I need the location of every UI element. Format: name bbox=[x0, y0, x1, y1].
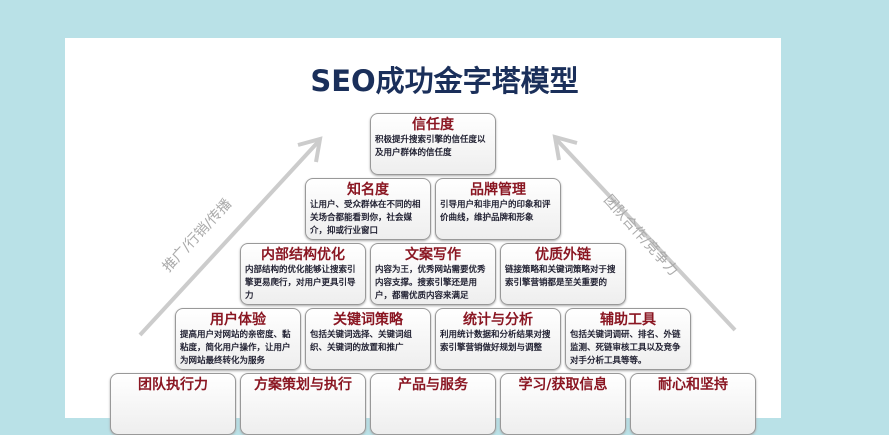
block-description: 链接策略和关键词策略对于搜索引擎营销都是至关重要的 bbox=[505, 265, 616, 288]
pyramid-block: 产品与服务 bbox=[370, 373, 496, 435]
block-title: 学习/获取信息 bbox=[518, 377, 608, 393]
pyramid-block: 用户体验提高用户对网站的亲密度、黏粘度，简化用户操作，让用户为网站最终转化为服务 bbox=[175, 308, 301, 370]
left-arrowhead-icon bbox=[297, 136, 323, 163]
arrows bbox=[138, 134, 737, 337]
block-title: 文案写作 bbox=[405, 247, 461, 263]
pyramid-block: 耐心和坚持 bbox=[630, 373, 756, 435]
pyramid-block: 信任度积极提升搜索引擎的信任度以及用户群体的信任度 bbox=[370, 113, 496, 175]
right-arrowhead-icon bbox=[552, 134, 578, 161]
block-title: 耐心和坚持 bbox=[658, 377, 728, 393]
block-description: 提高用户对网站的亲密度、黏粘度，简化用户操作，让用户为网站最终转化为服务 bbox=[180, 330, 291, 366]
block-title: 优质外链 bbox=[535, 247, 591, 263]
block-title: 知名度 bbox=[347, 182, 389, 198]
block-title: 辅助工具 bbox=[600, 312, 656, 328]
pyramid-block: 知名度让用户、受众群体在不同的相关场合都能看到你，社会媒介，抑或行业窗口 bbox=[305, 178, 431, 240]
block-description: 内部结构的优化能够让搜索引擎更易爬行，对用户更具引导力 bbox=[245, 265, 356, 301]
pyramid-block: 文案写作内容为王，优秀网站需要优秀内容支撑。搜索引擎还是用户，都需优质内容来满足 bbox=[370, 243, 496, 305]
block-title: 内部结构优化 bbox=[261, 247, 345, 263]
pyramid-block: 学习/获取信息 bbox=[500, 373, 626, 435]
pyramid-block: 辅助工具包括关键词调研、排名、外链监测、死链审核工具以及竞争对手分析工具等等。 bbox=[565, 308, 691, 370]
right-arrow-line bbox=[555, 138, 737, 332]
block-title: 产品与服务 bbox=[398, 377, 468, 393]
block-description: 利用统计数据和分析结果对搜索引擎营销做好规划与调整 bbox=[440, 330, 551, 353]
pyramid-block: 方案策划与执行 bbox=[240, 373, 366, 435]
block-description: 积极提升搜索引擎的信任度以及用户群体的信任度 bbox=[375, 135, 486, 158]
pyramid-block: 统计与分析利用统计数据和分析结果对搜索引擎营销做好规划与调整 bbox=[435, 308, 561, 370]
left-arrow-line bbox=[138, 140, 320, 337]
block-title: 统计与分析 bbox=[463, 312, 533, 328]
pyramid-block: 内部结构优化内部结构的优化能够让搜索引擎更易爬行，对用户更具引导力 bbox=[240, 243, 366, 305]
block-description: 包括关键词选择、关键词组织、关键词的放置和推广 bbox=[310, 330, 413, 353]
block-description: 引导用户和非用户的印象和评价曲线，维护品牌和形象 bbox=[440, 200, 551, 223]
block-title: 用户体验 bbox=[210, 312, 266, 328]
block-description: 内容为王，优秀网站需要优秀内容支撑。搜索引擎还是用户，都需优质内容来满足 bbox=[375, 265, 486, 301]
block-title: 关键词策略 bbox=[333, 312, 403, 328]
block-title: 品牌管理 bbox=[470, 182, 526, 198]
block-description: 让用户、受众群体在不同的相关场合都能看到你，社会媒介，抑或行业窗口 bbox=[310, 200, 421, 236]
pyramid-block: 品牌管理引导用户和非用户的印象和评价曲线，维护品牌和形象 bbox=[435, 178, 561, 240]
page-title: SEO成功金字塔模型 bbox=[310, 64, 579, 98]
block-title: 团队执行力 bbox=[138, 377, 208, 393]
block-title: 方案策划与执行 bbox=[254, 377, 352, 393]
block-description: 包括关键词调研、排名、外链监测、死链审核工具以及竞争对手分析工具等等。 bbox=[570, 330, 681, 366]
block-title: 信任度 bbox=[412, 117, 454, 133]
pyramid-block: 优质外链链接策略和关键词策略对于搜索引擎营销都是至关重要的 bbox=[500, 243, 626, 305]
pyramid-block: 团队执行力 bbox=[110, 373, 236, 435]
pyramid-block: 关键词策略包括关键词选择、关键词组织、关键词的放置和推广 bbox=[305, 308, 431, 370]
